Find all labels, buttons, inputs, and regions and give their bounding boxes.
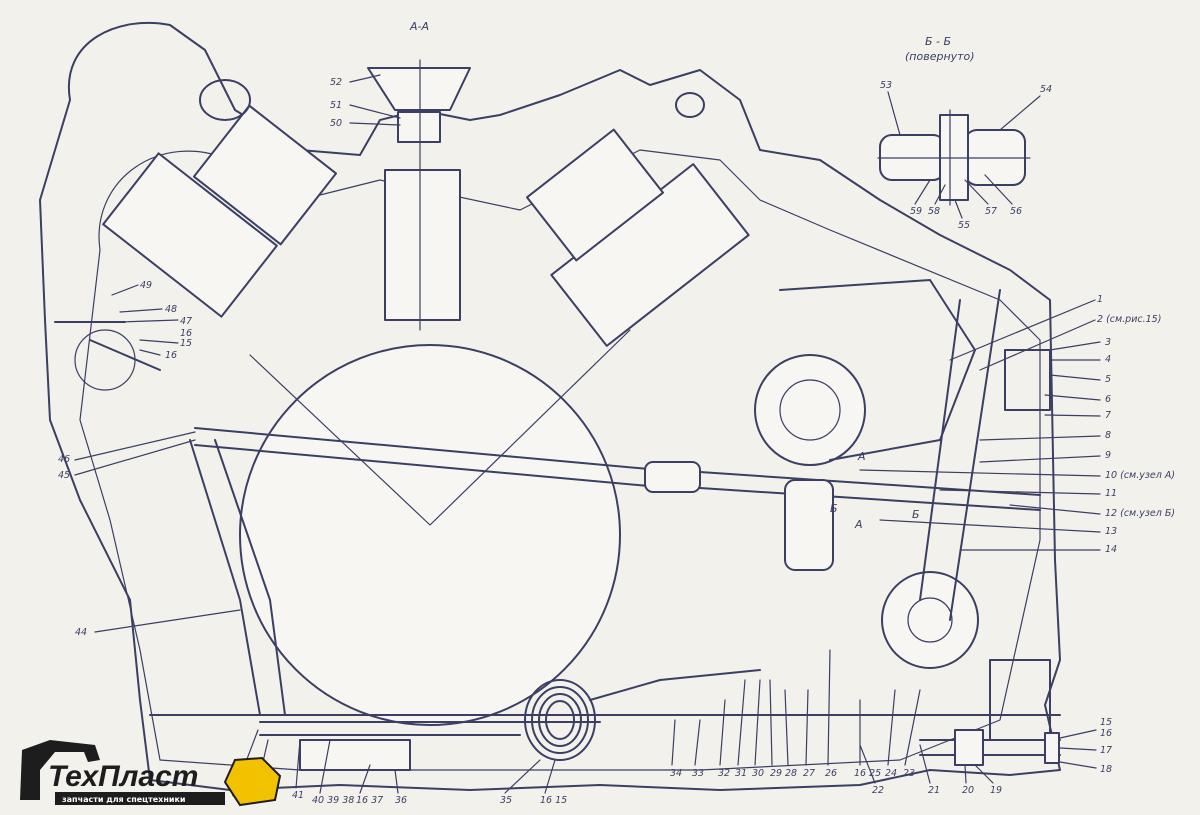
bellows-hose [524,669,761,761]
callout-label: 10 (см.узел А) [1105,470,1175,481]
callout-label: 26 [825,768,837,779]
callout-label: 46 [58,454,70,465]
mark-a-1: А [857,450,866,463]
callout-label: 17 [1100,745,1112,756]
excavator-bucket-icon [223,756,282,807]
callouts-inset: 53 54 55 56 57 58 59 [880,80,1052,231]
callout-label: 27 [803,768,815,779]
callout-label: 40 39 38 [312,795,354,806]
callout-label: 1 [1097,294,1103,305]
crankcase-circle [239,344,621,726]
callout-label: 18 [1100,764,1112,775]
callouts-left: 44 45 46 47 16 15 16 48 49 50 51 52 [58,74,401,638]
callout-label: 51 [330,100,342,111]
callout-label: 16 37 [356,795,383,806]
callout-label: 3 [1105,337,1111,348]
callout-label: 28 [785,768,797,779]
callout-label: 41 [292,790,304,801]
callout-label: 13 [1105,526,1117,537]
callout-label: 32 [718,768,730,779]
callout-label: 55 [958,220,970,231]
callout-label: 52 [330,77,342,88]
right-cylinder [526,92,750,347]
callout-label: 6 [1105,394,1111,405]
callout-label: 20 [962,785,974,796]
cylinder-v-lines [249,329,631,526]
callout-label: 12 (см.узел Б) [1105,508,1175,519]
callout-label: 5 [1105,374,1111,385]
callout-label: 29 [770,768,782,779]
mark-b-1: Б [830,502,838,515]
callout-label: 59 [910,206,922,217]
logo-name: ТехПласт [48,760,198,793]
callout-label: 49 [140,280,152,291]
section-title-a-a: А-А [409,20,429,33]
callout-label: 15 [180,338,192,349]
mark-b-2: Б [912,508,920,521]
callout-label: 53 [880,80,892,91]
callout-label: 15 [1100,717,1112,728]
callout-label: 30 [752,768,764,779]
pump-assembly [754,279,1001,669]
left-cylinder [102,79,338,318]
callout-label: 2 (см.рис.15) [1097,314,1161,325]
casting-outline [39,21,1061,791]
callout-label: 50 [330,118,342,129]
mark-a-2: А [854,518,863,531]
callout-label: 35 [500,795,512,806]
callout-label: 22 [872,785,884,796]
right-housing [989,349,1051,741]
callout-label: 45 [58,470,70,481]
callout-label: 16 25 [854,768,881,779]
callout-label: 31 [735,768,747,779]
callout-label: 34 [670,768,682,779]
callout-label: 23 [903,768,915,779]
section-title-b-b: Б - Б [925,35,951,48]
callout-label: 33 [692,768,704,779]
callout-label: 9 [1105,450,1111,461]
bottom-frame [149,714,1061,771]
logo-tagline-bar [55,792,225,805]
section-note-b-b: (повернуто) [905,50,975,63]
callout-label: 14 [1105,544,1117,555]
callout-label: 16 [1100,728,1112,739]
callout-label: 58 [928,206,940,217]
bolt-17 [919,729,1061,766]
callout-label: 4 [1105,354,1111,365]
excavator-arm-icon [20,740,100,800]
callout-label: 54 [1040,84,1052,95]
callout-label: 24 [885,768,897,779]
callout-label: 16 15 [540,795,567,806]
logo-tagline: запчасти для спецтехники [62,795,186,804]
callout-label: 36 [395,795,407,806]
pipe-44 [189,439,286,716]
callout-label: 56 [1010,206,1022,217]
callout-label: 19 [990,785,1002,796]
left-bracket [54,321,161,391]
fan-hub [367,59,471,331]
callout-label: 16 [165,350,177,361]
callout-label: 11 [1105,488,1117,499]
callout-label: 47 [180,316,192,327]
callout-label: 44 [75,627,87,638]
techplast-logo: ТехПласт запчасти для спецтехники [20,740,282,807]
callout-label: 57 [985,206,997,217]
callouts-bottom-right: 15 16 17 18 [1059,717,1112,775]
callout-label: 7 [1105,410,1111,421]
callout-label: 21 [928,785,940,796]
callout-label: 48 [165,304,177,315]
callouts-right: 1 2 (см.рис.15) 3 4 5 6 7 8 9 10 (см.узе… [859,294,1175,555]
callout-label: 8 [1105,430,1111,441]
callout-label: 16 [180,328,192,339]
